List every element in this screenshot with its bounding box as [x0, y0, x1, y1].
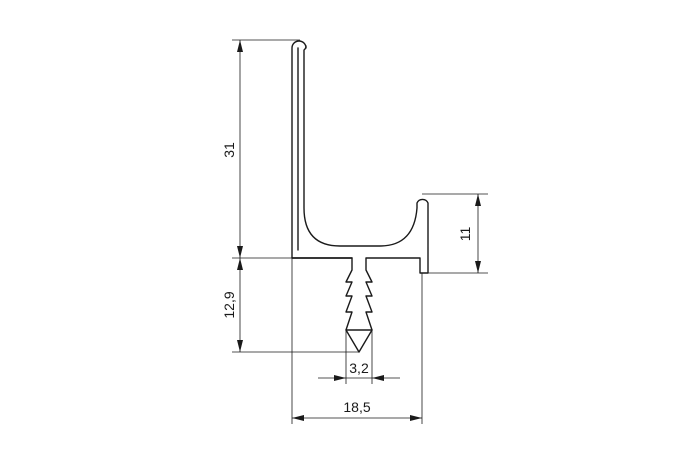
dimension-width-total-label: 18,5	[343, 399, 370, 415]
dimension-height-right: 11	[457, 194, 481, 273]
profile-outline	[291, 40, 429, 353]
dimension-height-lower: 12,9	[221, 258, 243, 352]
dimension-width-stem-label: 3,2	[349, 360, 369, 376]
dimension-width-total: 18,5	[292, 399, 422, 421]
profile-stem-tip	[345, 329, 373, 353]
dimension-width-stem: 3,2	[318, 360, 400, 381]
dimension-height-right-label: 11	[457, 227, 473, 242]
dimension-height-total: 31	[221, 40, 243, 258]
dimension-height-total-label: 31	[221, 142, 237, 158]
profile-body	[291, 40, 429, 331]
dimension-height-lower-label: 12,9	[221, 291, 237, 318]
extension-lines	[232, 39, 488, 424]
